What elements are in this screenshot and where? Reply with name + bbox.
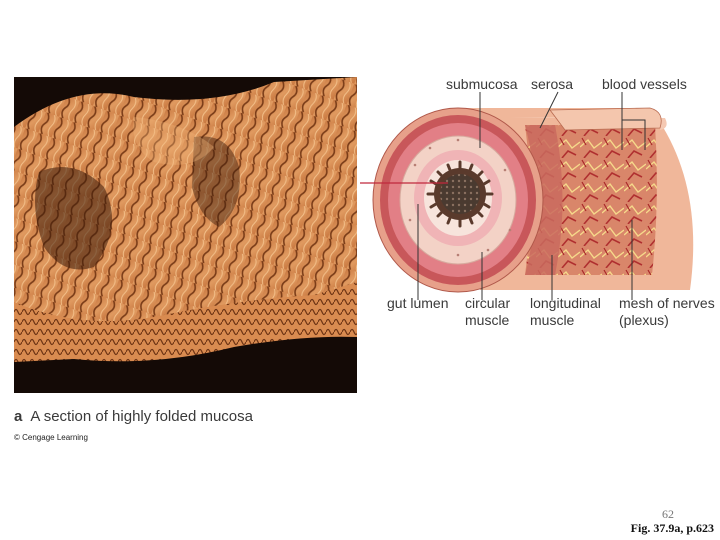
mucosa-dark-crevice-2 (192, 136, 240, 227)
gut-cross-section-diagram (360, 91, 694, 300)
tube-top-flap (549, 107, 662, 131)
figure-reference: Fig. 37.9a, p.623 (630, 521, 714, 535)
label-circular-muscle-line1: circular (465, 295, 511, 311)
label-circular-muscle-line2: muscle (465, 312, 510, 328)
label-blood-vessels: blood vessels (602, 76, 687, 92)
gut-lumen-villi (426, 160, 494, 228)
leader-lines (417, 91, 646, 300)
label-longitudinal-muscle-line1: longitudinal (530, 295, 601, 311)
mucosa-tissue (14, 77, 357, 332)
label-longitudinal-muscle-line2: muscle (530, 312, 575, 328)
label-gut-lumen: gut lumen (387, 295, 449, 311)
mucosa-highlight (133, 117, 214, 165)
mucosa-lower-edge (14, 282, 357, 362)
caption-letter: a (14, 408, 23, 425)
label-submucosa: submucosa (446, 76, 518, 92)
figure-caption: a A section of highly folded mucosa (14, 408, 253, 425)
label-mesh-of-nerves-line2: (plexus) (619, 312, 669, 328)
label-serosa: serosa (531, 76, 574, 92)
mucosa-photo (14, 77, 357, 393)
submucosa-dots (408, 138, 512, 257)
copyright-credit: © Cengage Learning (14, 433, 88, 442)
caption-text: A section of highly folded mucosa (30, 408, 253, 425)
mucosa-dark-crevice (35, 167, 112, 270)
label-mesh-of-nerves-line1: mesh of nerves (619, 295, 715, 311)
page-number: 62 (662, 507, 674, 521)
